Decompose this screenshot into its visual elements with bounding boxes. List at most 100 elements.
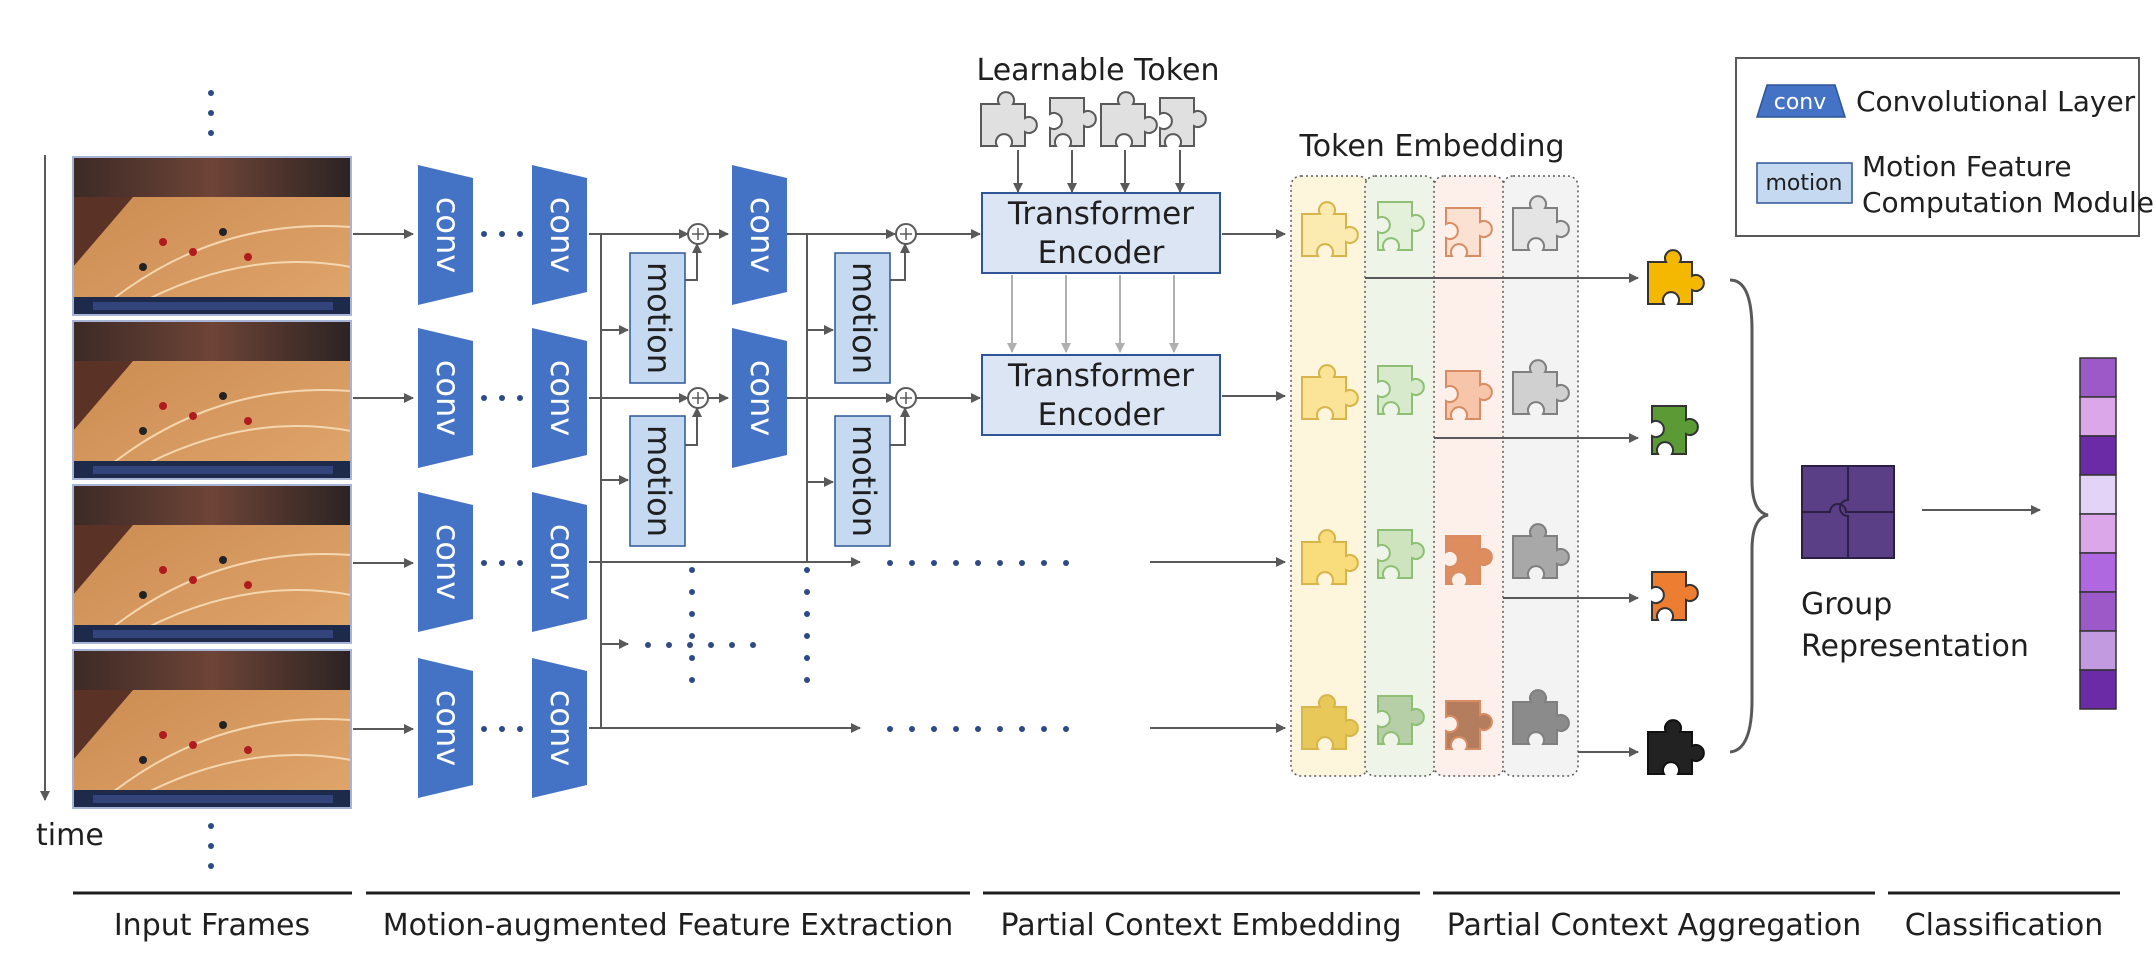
svg-text:conv: conv	[743, 360, 781, 436]
svg-text:conv: conv	[429, 197, 467, 273]
class-vector-cell	[2079, 396, 2117, 437]
section-context-embedding: Partial Context Embedding	[1000, 908, 1401, 943]
learnable-tokens: Learnable Token	[977, 53, 1219, 193]
ellipsis-dot	[887, 560, 893, 566]
ellipsis-dot	[689, 633, 695, 639]
conv-layer: conv	[532, 328, 587, 468]
learnable-token-piece	[1049, 97, 1097, 147]
time-axis: time	[36, 90, 214, 869]
class-vector-cell	[2079, 591, 2117, 632]
class-vector-cell	[2079, 552, 2117, 593]
ellipsis-dot	[750, 642, 756, 648]
group-representation-label-2: Representation	[1801, 629, 2029, 664]
embedding-column-green	[1364, 175, 1436, 777]
legend-motion-desc-1: Motion Feature	[1862, 150, 2072, 183]
legend-conv-swatch: conv	[1755, 84, 1847, 118]
ellipsis-dot	[1063, 560, 1069, 566]
class-vector-cell	[2079, 630, 2117, 671]
motion-column-1: motion motion	[629, 252, 686, 547]
svg-text:conv: conv	[543, 197, 581, 273]
ellipsis-dot	[953, 726, 959, 732]
partial-context-yellow	[1647, 249, 1705, 305]
ellipsis-dot	[687, 642, 693, 648]
ellipsis-dot	[645, 642, 651, 648]
sum-plus-marks	[692, 228, 912, 404]
ellipsis-dot	[689, 567, 695, 573]
conv-layer: conv	[418, 165, 473, 305]
class-vector-cell	[2079, 435, 2117, 476]
ellipsis-dot	[1019, 560, 1025, 566]
section-labels: Input Frames Motion-augmented Feature Ex…	[73, 891, 2120, 943]
transformer-encoders: Transformer Encoder Transformer Encoder	[981, 192, 1286, 436]
legend-motion-desc-2: Computation Module	[1862, 186, 2154, 219]
conv-layer: conv	[418, 492, 473, 632]
svg-text:conv: conv	[429, 524, 467, 600]
group-representation-label-1: Group	[1801, 587, 1892, 622]
learnable-token-piece	[980, 91, 1038, 147]
embedding-column-gray	[1502, 175, 1579, 777]
ellipsis-dot	[931, 560, 937, 566]
ellipsis-dot	[909, 726, 915, 732]
partial-context-orange	[1651, 571, 1699, 621]
input-frame	[72, 649, 352, 809]
extraction-dots	[645, 560, 1069, 732]
transformer-encoder: Transformer Encoder	[981, 192, 1221, 274]
svg-text:conv: conv	[543, 524, 581, 600]
ellipsis-dot	[997, 560, 1003, 566]
partial-context-green	[1651, 405, 1699, 455]
transformer-encoder: Transformer Encoder	[981, 354, 1221, 436]
svg-text:motion: motion	[640, 262, 678, 374]
frame-to-conv-arrows	[353, 229, 414, 734]
svg-text:conv: conv	[1774, 90, 1827, 115]
conv-layer: conv	[732, 328, 787, 468]
section-context-aggregation: Partial Context Aggregation	[1447, 908, 1862, 943]
feature-extraction-wiring	[589, 229, 1286, 733]
conv-layer: conv	[418, 328, 473, 468]
time-label: time	[36, 818, 104, 853]
learnable-token-piece	[1159, 97, 1207, 147]
conv-ellipsis	[481, 231, 523, 732]
legend-conv-desc: Convolutional Layer	[1856, 85, 2136, 118]
svg-text:Encoder: Encoder	[1038, 397, 1165, 433]
ellipsis-dot	[666, 642, 672, 648]
aggregation	[1365, 249, 1769, 775]
svg-text:conv: conv	[543, 690, 581, 766]
ellipsis-dot	[1019, 726, 1025, 732]
ellipsis-dot	[689, 677, 695, 683]
section-feature-extraction: Motion-augmented Feature Extraction	[383, 908, 954, 943]
input-frame	[72, 156, 352, 316]
conv-layer: conv	[732, 165, 787, 305]
legend-motion-swatch: motion	[1756, 162, 1853, 204]
ellipsis-dot	[804, 567, 810, 573]
token-embedding-label: Token Embedding	[1298, 129, 1564, 164]
svg-text:conv: conv	[743, 197, 781, 273]
motion-module: motion	[629, 415, 686, 547]
ellipsis-dot	[931, 726, 937, 732]
legend: conv Convolutional Layer motion Motion F…	[1735, 57, 2154, 237]
svg-text:Encoder: Encoder	[1038, 235, 1165, 271]
ellipsis-dot	[804, 633, 810, 639]
ellipsis-dot	[953, 560, 959, 566]
ellipsis-dot	[975, 726, 981, 732]
embedding-column-yellow	[1290, 175, 1369, 777]
ellipsis-dot	[708, 642, 714, 648]
ellipsis-dot	[804, 611, 810, 617]
input-frame	[72, 484, 352, 644]
ellipsis-dot	[975, 560, 981, 566]
ellipsis-dot	[887, 726, 893, 732]
svg-text:motion: motion	[845, 425, 883, 537]
ellipsis-dot	[689, 589, 695, 595]
class-vector-cell	[2079, 513, 2117, 554]
input-frame	[72, 320, 352, 480]
token-embedding: Token Embedding	[1290, 129, 1579, 777]
frames-top-ellipsis	[208, 90, 214, 136]
ellipsis-dot	[804, 589, 810, 595]
ellipsis-dot	[1041, 560, 1047, 566]
svg-text:motion: motion	[1765, 171, 1842, 196]
section-classification: Classification	[1905, 908, 2104, 943]
ellipsis-dot	[729, 642, 735, 648]
conv-layer: conv	[532, 658, 587, 798]
class-vector-cell	[2079, 669, 2117, 710]
conv-column-2: conv conv conv conv	[532, 165, 587, 798]
